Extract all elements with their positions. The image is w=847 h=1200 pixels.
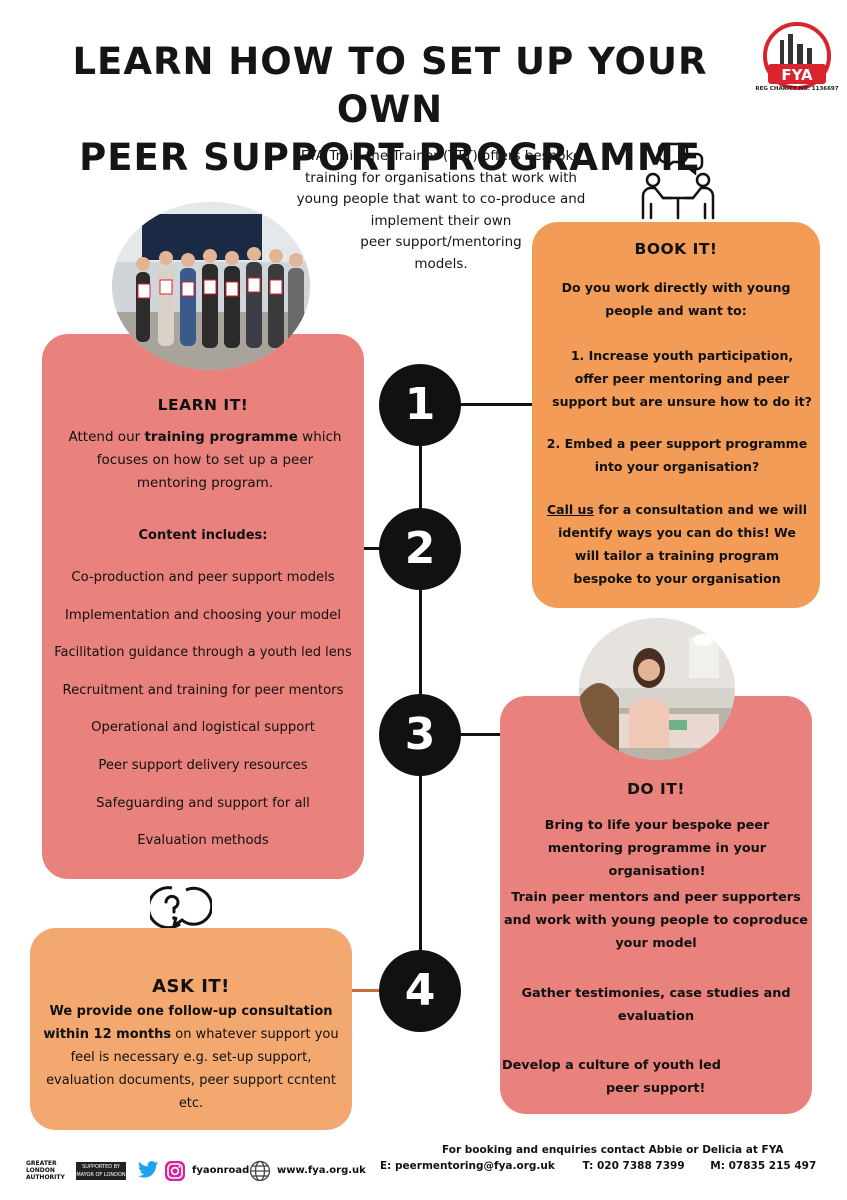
book-cta-text: for a consultation and we will identify … [558,502,807,586]
learn-it-title: LEARN IT! [157,396,249,414]
intro-line: implement their own [370,212,512,229]
step-1-circle: 1 [379,364,461,446]
do-point-4: Develop a culture of youth led peer supp… [500,1054,812,1100]
content-item: Operational and logistical support [91,720,315,736]
learn-intro-post: which focuses on how to set up a peer me… [96,429,342,491]
content-item: Co-production and peer support models [71,570,335,585]
contact-mobile: M: 07835 215 497 [710,1160,817,1172]
do-it-title: DO IT! [627,780,685,798]
learn-intro-bold: training programme [144,429,298,445]
intro-line: young people that want to co-produce and [296,191,586,207]
contact-email[interactable]: E: peermentoring@fya.org.uk [380,1160,555,1172]
learn-intro-pre: Attend our [68,429,145,445]
do-point-2: Train peer mentors and peer supporters a… [504,890,808,951]
content-list: Co-production and peer support models Im… [42,566,364,867]
book-it-card: BOOK IT! Do you work directly with young… [532,222,820,608]
book-point-1: 1. Increase youth participation, offer p… [552,348,812,409]
instagram-icon[interactable] [164,1160,186,1182]
do-point-4-line-2: peer support! [606,1081,706,1096]
timeline-spine [419,402,422,984]
connector-3 [460,733,502,736]
call-us-link[interactable]: Call us [547,502,594,517]
book-point-2: 2. Embed a peer support programme into y… [546,436,808,474]
instagram-handle[interactable]: fyaonroad [192,1165,250,1176]
title-line-2: PEER SUPPORT PROGRAMME [79,136,701,179]
learn-it-card: LEARN IT! Attend our training programme … [42,334,364,879]
title-line-1: LEARN HOW TO SET UP YOUR OWN [72,40,708,131]
content-item: Evaluation methods [137,833,269,849]
do-it-card: DO IT! Bring to life your bespoke peer m… [500,696,812,1114]
connector-2 [364,547,384,550]
content-item: Implementation and choosing your model [64,607,342,623]
logo-wordmark: FYA [781,66,813,84]
intro-line: models. [414,255,468,272]
learn-it-intro: Attend our training programme which focu… [60,426,350,495]
ask-bold: We provide one follow-up consultation wi… [43,1004,333,1042]
gla-logo: GREATER LONDON AUTHORITY [26,1160,65,1181]
mayor-badge: SUPPORTED BY MAYOR OF LONDON [76,1162,126,1180]
do-point-3: Gather testimonies, case studies and eva… [521,986,791,1024]
session-photo [579,618,735,760]
intro-line: FYA Train the Trainer (TTT) offers bespo… [300,148,582,164]
page-title: LEARN HOW TO SET UP YOUR OWN PEER SUPPOR… [20,38,760,182]
content-item: Recruitment and training for peer mentor… [62,682,344,698]
step-3-circle: 3 [379,694,461,776]
fya-logo-icon: FYA [763,22,831,90]
content-item: Facilitation guidance through a youth le… [54,645,352,661]
ask-rest: on whatever support you feel is necessar… [46,1027,339,1111]
contact-line: For booking and enquiries contact Abbie … [442,1144,784,1156]
step-4-circle: 4 [379,950,461,1032]
team-photo [112,202,310,370]
charity-number: REG CHARITY NO. 1136697 [755,86,839,92]
website-link[interactable]: www.fya.org.uk [277,1165,366,1176]
book-question: Do you work directly with young people a… [561,280,791,318]
intro-line: peer support/mentoring [360,234,522,250]
contact-phone: T: 020 7388 7399 [582,1160,685,1172]
intro-text: FYA Train the Trainer (TTT) offers bespo… [276,146,606,275]
step-2-circle: 2 [379,508,461,590]
connector-1 [460,403,534,406]
content-item: Safeguarding and support for all [96,795,310,811]
ask-text: We provide one follow-up consultation wi… [40,1000,342,1115]
do-point-4-line-1: Develop a culture of youth led [502,1058,721,1073]
ask-it-title: ASK IT! [152,976,230,997]
book-it-title: BOOK IT! [634,240,718,258]
meeting-icon [641,142,715,220]
contact-details: E: peermentoring@fya.org.uk T: 020 7388 … [380,1160,816,1172]
globe-icon [249,1160,271,1182]
intro-line: training for organisations that work wit… [305,169,577,186]
ask-it-card: ASK IT! We provide one follow-up consult… [30,928,352,1130]
question-bubble-icon [150,886,212,930]
content-heading: Content includes: [138,528,268,543]
content-item: Peer support delivery resources [98,757,308,773]
connector-4 [338,989,384,992]
book-cta: Call us for a consultation and we will i… [544,498,810,590]
twitter-icon[interactable] [137,1160,159,1180]
do-point-1: Bring to life your bespoke peer mentorin… [544,818,770,879]
